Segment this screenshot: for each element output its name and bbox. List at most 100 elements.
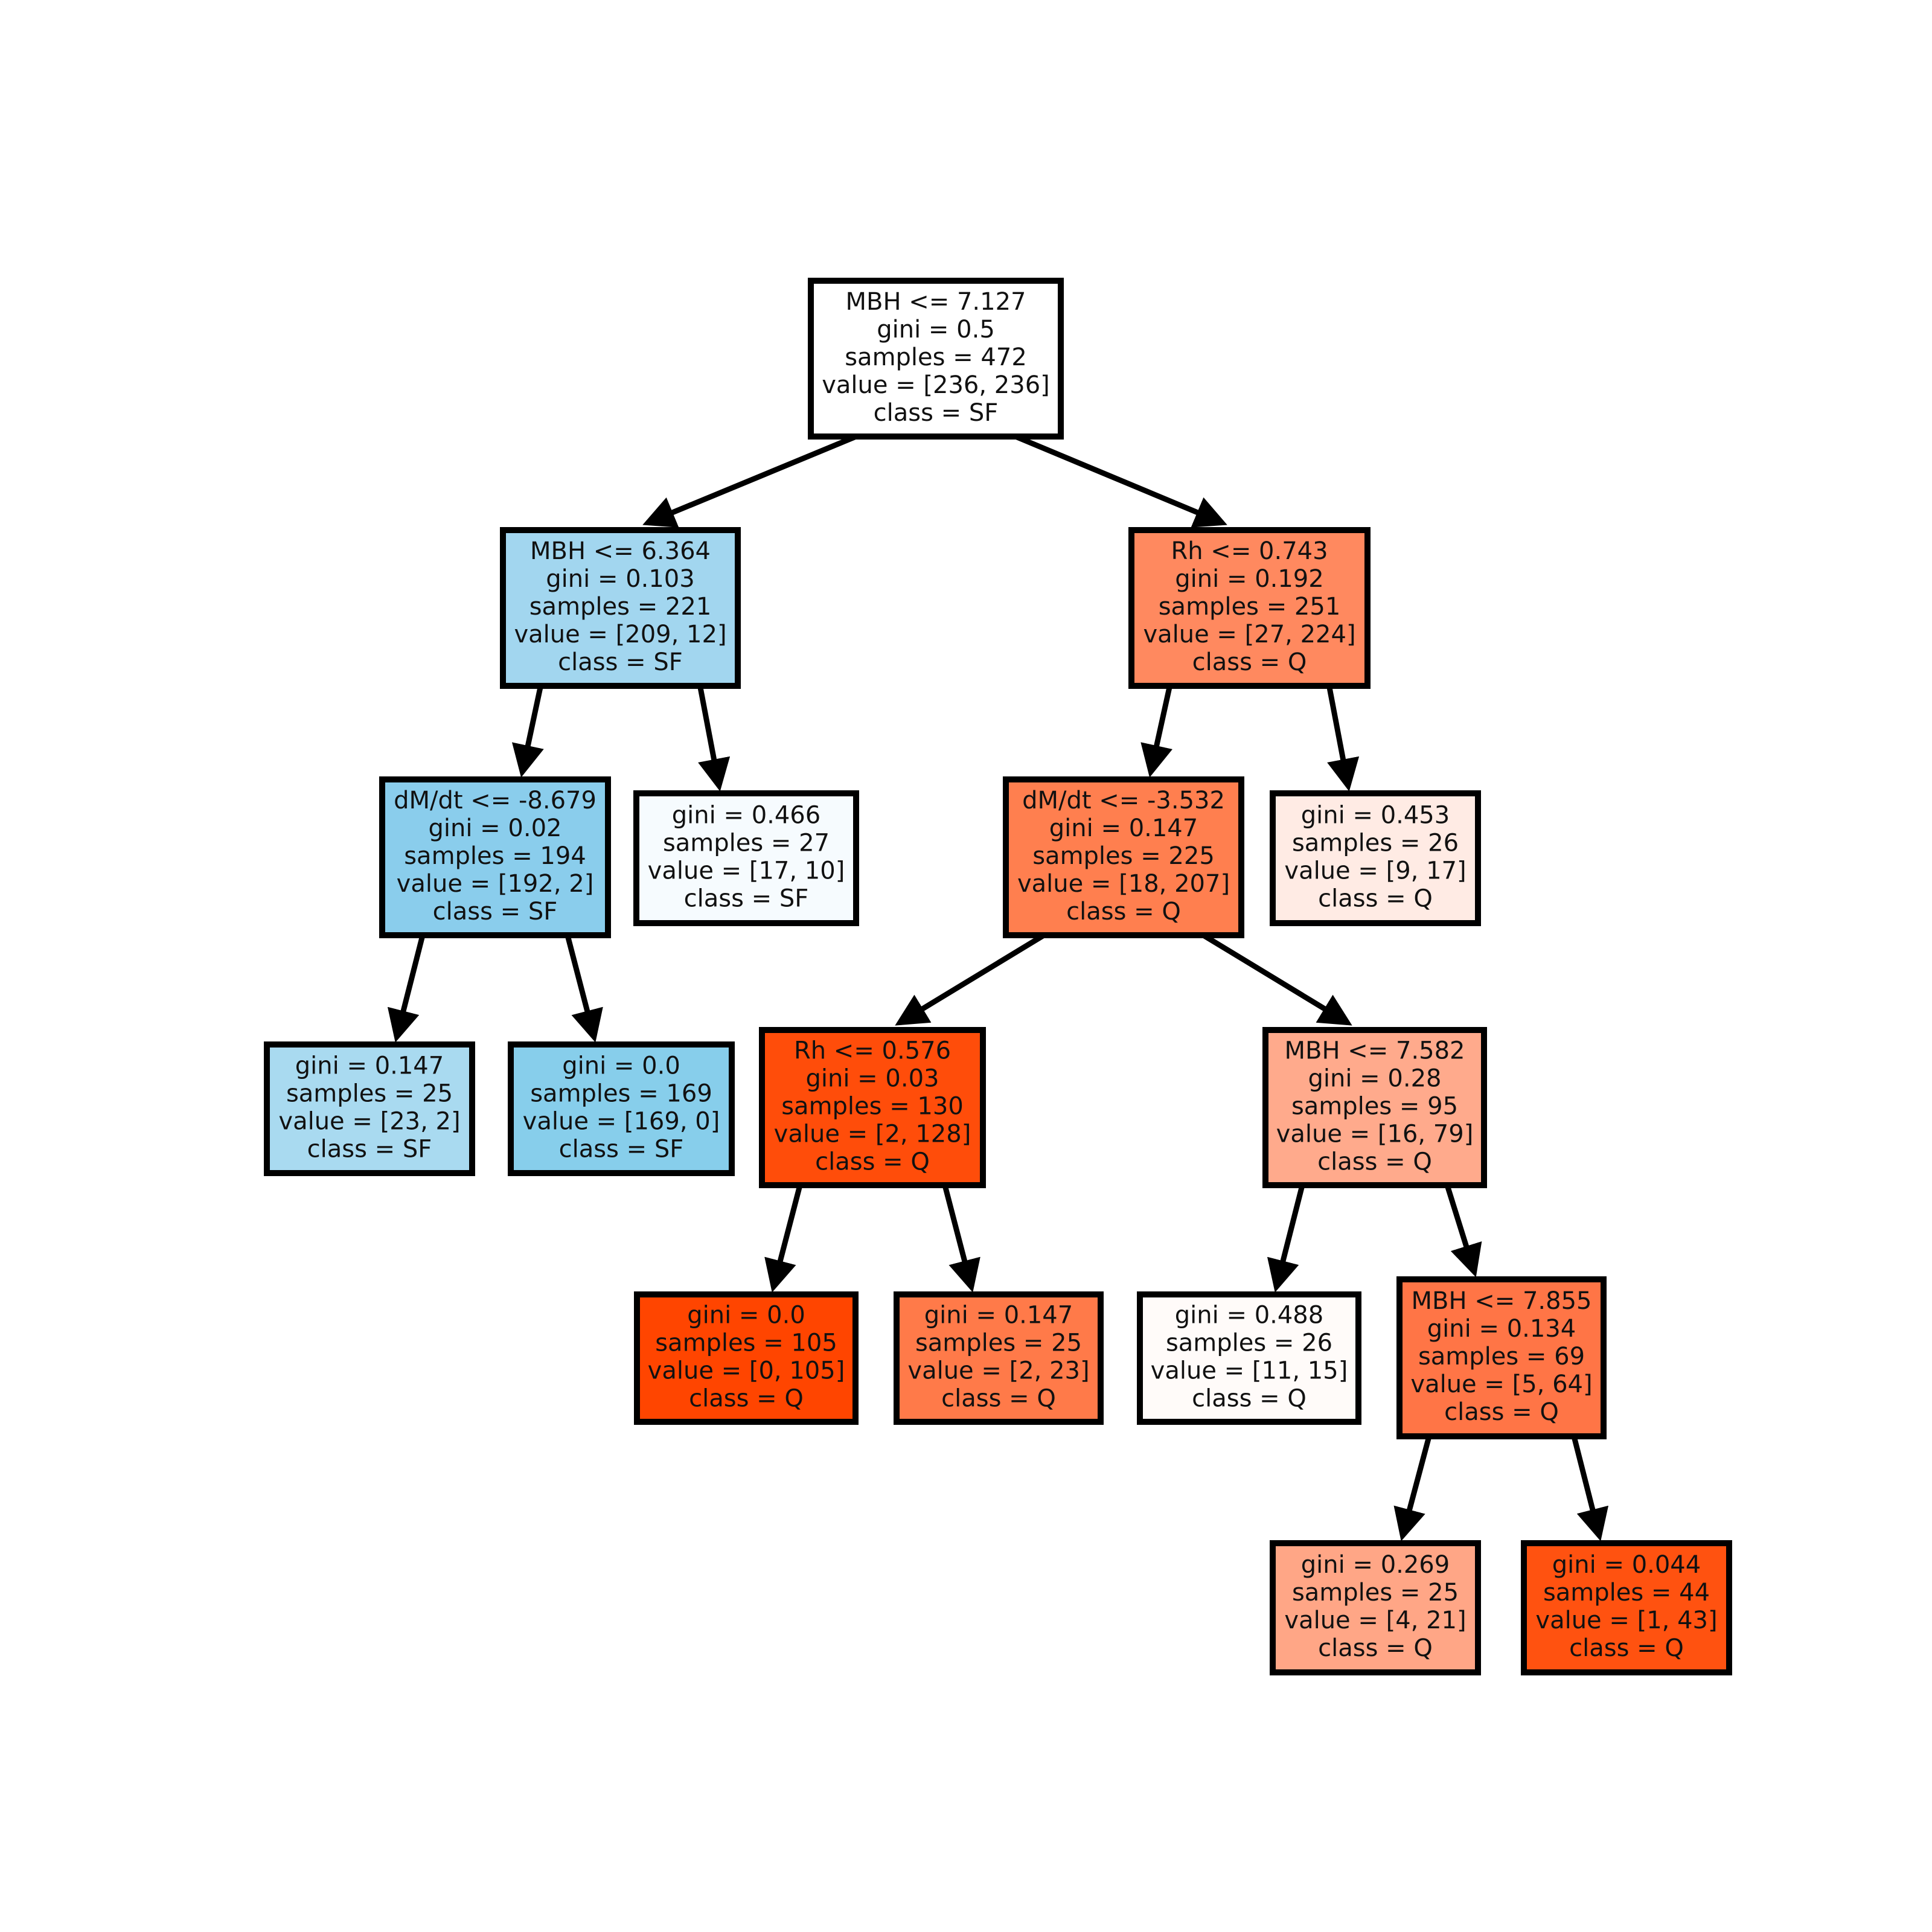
node-line: samples = 130	[781, 1093, 964, 1121]
node-box	[1137, 1291, 1361, 1425]
edge-n7-n8	[895, 933, 1046, 1026]
node-box	[634, 1291, 859, 1425]
node-line: value = [169, 0]	[523, 1108, 720, 1136]
node-line: gini = 0.0	[687, 1302, 805, 1329]
node-box	[379, 776, 611, 938]
edge-n8-n9	[764, 1184, 803, 1293]
node-line: value = [2, 23]	[907, 1357, 1089, 1385]
node-line: class = Q	[1066, 898, 1181, 926]
node-line: MBH <= 7.582	[1284, 1037, 1465, 1065]
node-line: value = [23, 2]	[278, 1108, 460, 1136]
node-line: gini = 0.147	[924, 1302, 1073, 1329]
node-box	[1270, 790, 1481, 926]
node-line: gini = 0.269	[1301, 1551, 1450, 1579]
node-box	[759, 1027, 986, 1188]
node-line: value = [1, 43]	[1535, 1607, 1717, 1634]
node-line: samples = 25	[286, 1080, 453, 1108]
edge-n11-n12	[1267, 1184, 1305, 1293]
edge-n0-n6	[1014, 433, 1227, 528]
node-line: Rh <= 0.743	[1171, 537, 1328, 565]
node-line: value = [16, 79]	[1276, 1121, 1474, 1148]
node-line: gini = 0.147	[295, 1052, 444, 1080]
node-line: samples = 44	[1543, 1579, 1710, 1607]
node-line: MBH <= 6.364	[530, 537, 711, 565]
node-line: samples = 26	[1292, 830, 1459, 857]
edge-n1-n5	[697, 685, 731, 792]
node-line: MBH <= 7.127	[845, 288, 1026, 316]
edge-n2-n3	[387, 934, 426, 1043]
node-line: value = [192, 2]	[397, 870, 594, 898]
node-line: gini = 0.02	[429, 814, 562, 842]
node-line: samples = 251	[1159, 593, 1341, 621]
node-line: samples = 26	[1166, 1329, 1332, 1357]
node-line: Rh <= 0.576	[794, 1037, 951, 1065]
node-line: samples = 27	[663, 830, 830, 857]
node-line: samples = 25	[1292, 1579, 1459, 1607]
node-line: value = [11, 15]	[1151, 1357, 1348, 1385]
node-line: gini = 0.103	[546, 565, 694, 593]
edge-n0-n1	[642, 433, 857, 528]
node-line: value = [17, 10]	[648, 857, 845, 885]
node-line: samples = 221	[529, 593, 712, 621]
node-line: gini = 0.0	[562, 1052, 680, 1080]
node-line: gini = 0.5	[877, 316, 995, 344]
node-box	[1003, 776, 1244, 938]
node-line: class = SF	[559, 1136, 684, 1163]
node-line: value = [236, 236]	[822, 371, 1050, 399]
node-line: class = Q	[1318, 1634, 1433, 1662]
node-line: class = Q	[1192, 1385, 1307, 1413]
node-line: samples = 25	[915, 1329, 1082, 1357]
edge-n6-n7	[1140, 685, 1173, 778]
node-box	[1521, 1540, 1732, 1675]
node-box	[633, 790, 859, 926]
edge-n13-n15	[1571, 1435, 1609, 1541]
node-line: gini = 0.044	[1552, 1551, 1701, 1579]
node-line: value = [18, 207]	[1017, 870, 1230, 898]
node-line: value = [2, 128]	[774, 1121, 971, 1148]
node-line: class = SF	[558, 648, 683, 676]
node-line: class = Q	[1569, 1634, 1684, 1662]
node-line: class = Q	[1318, 885, 1433, 913]
edges-layer	[387, 433, 1609, 1541]
node-line: value = [5, 64]	[1410, 1371, 1592, 1398]
node-line: gini = 0.134	[1427, 1315, 1576, 1343]
node-line: gini = 0.466	[672, 802, 820, 830]
node-box	[1396, 1276, 1607, 1439]
node-line: dM/dt <= -8.679	[394, 787, 597, 814]
node-line: dM/dt <= -3.532	[1022, 787, 1225, 814]
node-line: class = Q	[1444, 1398, 1559, 1426]
node-box	[500, 527, 741, 689]
edge-n6-n16	[1326, 685, 1360, 792]
node-line: gini = 0.192	[1175, 565, 1323, 593]
edge-n7-n11	[1201, 933, 1352, 1026]
node-line: value = [209, 12]	[514, 621, 726, 648]
edge-n11-n13	[1444, 1184, 1482, 1278]
edge-n2-n4	[565, 934, 603, 1043]
node-box	[1270, 1540, 1481, 1675]
node-box	[894, 1291, 1104, 1425]
node-line: value = [27, 224]	[1143, 621, 1355, 648]
edge-n13-n14	[1393, 1435, 1432, 1541]
node-line: value = [9, 17]	[1284, 857, 1466, 885]
node-line: gini = 0.453	[1301, 802, 1450, 830]
node-line: class = SF	[433, 898, 558, 926]
node-line: samples = 95	[1291, 1093, 1458, 1121]
node-line: samples = 69	[1418, 1343, 1585, 1371]
edge-n8-n10	[942, 1184, 980, 1293]
node-line: class = Q	[1317, 1148, 1432, 1176]
node-box	[1262, 1027, 1487, 1188]
node-line: samples = 194	[404, 842, 586, 870]
